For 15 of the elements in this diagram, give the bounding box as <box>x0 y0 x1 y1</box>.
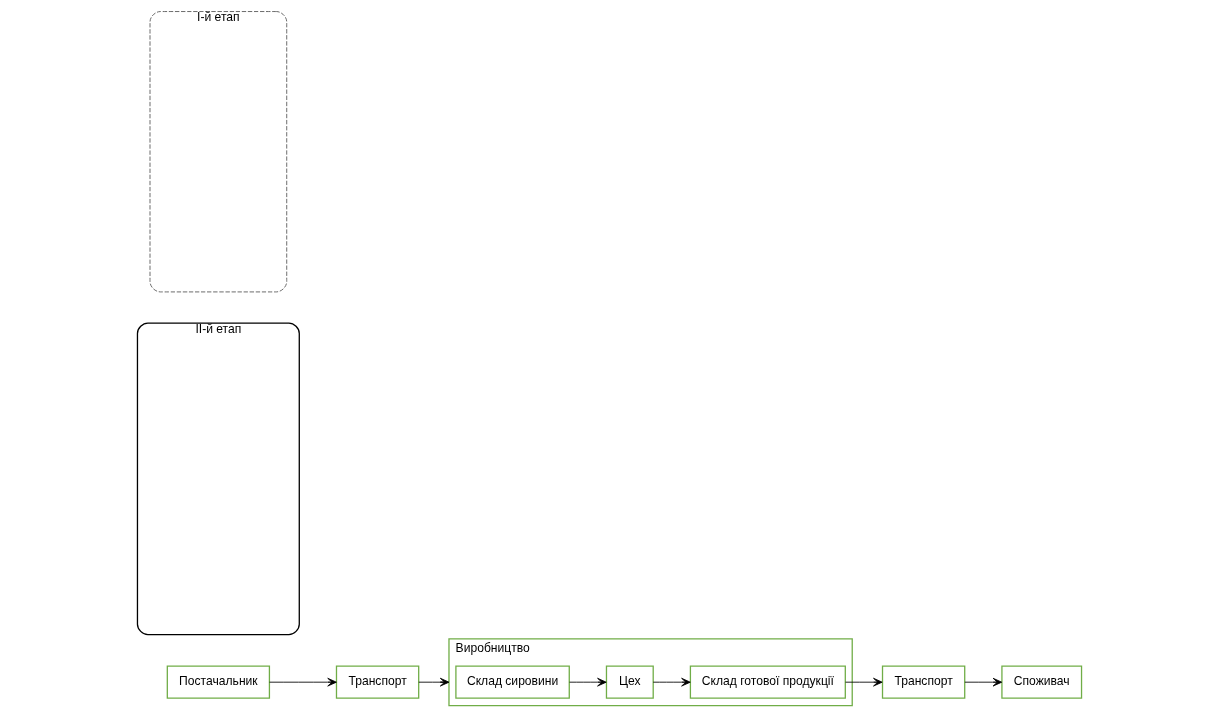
node-box: Склад сировини <box>455 665 570 699</box>
arrow <box>845 677 883 687</box>
node-box: Споживач <box>1001 665 1083 699</box>
node-box: Транспорт <box>335 665 420 699</box>
arrow <box>964 677 1003 687</box>
node-box: ІІ-й етап <box>136 322 300 636</box>
node-box: Постачальник <box>166 665 271 699</box>
arrow <box>269 677 337 687</box>
arrow <box>569 677 607 687</box>
node-box: І-й етап <box>149 11 288 293</box>
node-box: Транспорт <box>881 665 966 699</box>
arrow <box>418 677 450 687</box>
node-box: Склад готової продукції <box>689 665 846 699</box>
node-box: Цех <box>605 665 654 699</box>
arrow <box>652 677 691 687</box>
